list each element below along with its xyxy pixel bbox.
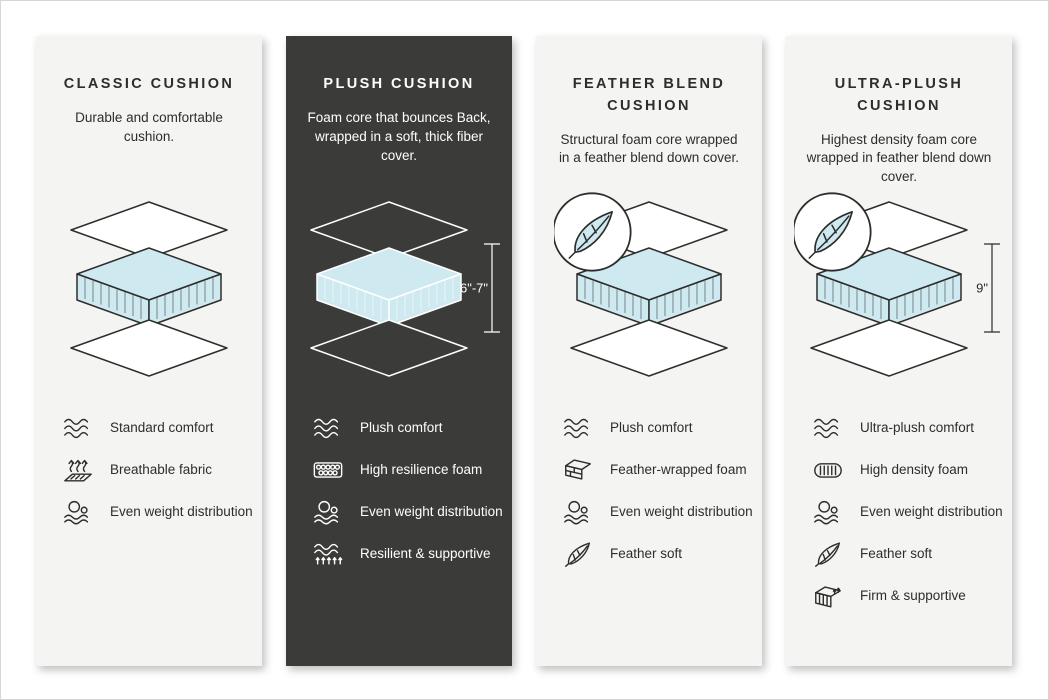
feature-label: Breathable fabric xyxy=(110,461,213,477)
breathable-fabric-icon xyxy=(62,456,98,483)
feather-badge-icon xyxy=(794,192,872,272)
card-title: FEATHER BLEND CUSHION xyxy=(572,76,726,114)
feather-wrapped-foam-icon xyxy=(562,456,598,483)
waves-icon xyxy=(62,414,98,441)
card-description: Foam core that bounces Back, wrapped in … xyxy=(307,109,491,163)
feature-label: Plush comfort xyxy=(360,419,443,435)
feature-label: Even weight distribution xyxy=(360,503,503,519)
feature-label: Firm & supportive xyxy=(860,587,966,603)
feature-row: Breathable fabric xyxy=(62,456,254,483)
waves-icon xyxy=(562,414,598,441)
cushion-illustration xyxy=(294,188,500,388)
waves-icon xyxy=(312,414,348,441)
height-dimension-label: 9" xyxy=(976,280,988,296)
card-description: Durable and comfortable cushion. xyxy=(75,109,223,144)
feature-row: Resilient & supportive xyxy=(312,540,504,567)
card-header: CLASSIC CUSHION Durable and comfortable … xyxy=(36,36,262,388)
feather-icon xyxy=(812,540,848,567)
height-dimension-indicator xyxy=(484,243,500,333)
resilient-supportive-icon xyxy=(312,540,348,567)
cushion-diagram xyxy=(554,188,764,388)
feature-row: Standard comfort xyxy=(62,414,254,441)
weight-distribution-icon xyxy=(562,498,598,525)
weight-distribution-icon xyxy=(62,498,98,525)
card-description: Structural foam core wrapped in a feathe… xyxy=(558,131,740,166)
card-title: CLASSIC CUSHION xyxy=(63,76,235,92)
cushion-diagram: 9" xyxy=(794,188,1004,388)
feature-row: Feather soft xyxy=(562,540,754,567)
card-feather-blend-cushion: FEATHER BLEND CUSHION Structural foam co… xyxy=(536,36,762,666)
weight-distribution-icon xyxy=(312,498,348,525)
feature-label: Feather soft xyxy=(860,545,933,561)
card-header: ULTRA-PLUSH CUSHION Highest density foam… xyxy=(786,36,1012,388)
high-density-foam-icon xyxy=(812,456,848,483)
waves-icon xyxy=(812,414,848,441)
feature-label: Resilient & supportive xyxy=(360,545,491,561)
card-title: ULTRA-PLUSH CUSHION xyxy=(834,76,964,114)
height-dimension-label: 6"-7" xyxy=(459,280,488,296)
height-dimension-indicator xyxy=(984,243,1000,333)
weight-distribution-icon xyxy=(812,498,848,525)
feature-row: High resilience foam xyxy=(312,456,504,483)
feature-row: Plush comfort xyxy=(562,414,754,441)
firm-supportive-icon xyxy=(812,582,848,609)
feature-row: Firm & supportive xyxy=(812,582,1004,609)
cushion-diagram xyxy=(54,188,264,388)
card-ultra-plush-cushion: ULTRA-PLUSH CUSHION Highest density foam… xyxy=(786,36,1012,666)
feature-label: High resilience foam xyxy=(360,461,483,477)
feature-list: Ultra-plush comfort High density foam Ev… xyxy=(786,414,1012,624)
feature-row: Even weight distribution xyxy=(812,498,1004,525)
foam-cells-icon xyxy=(312,456,348,483)
feature-label: Standard comfort xyxy=(110,419,214,435)
feather-icon xyxy=(562,540,598,567)
feature-row: Plush comfort xyxy=(312,414,504,441)
card-plush-cushion: PLUSH CUSHION Foam core that bounces Bac… xyxy=(286,36,512,666)
feature-label: Ultra-plush comfort xyxy=(860,419,975,435)
cushion-illustration xyxy=(794,192,1000,388)
feature-row: High density foam xyxy=(812,456,1004,483)
feature-row: Even weight distribution xyxy=(62,498,254,525)
feather-badge-icon xyxy=(554,192,632,272)
feature-row: Feather-wrapped foam xyxy=(562,456,754,483)
cushion-illustration xyxy=(54,188,264,388)
feature-list: Standard comfort Breathable fabric Even … xyxy=(36,414,262,540)
feature-label: Even weight distribution xyxy=(860,503,1003,519)
card-description: Highest density foam core wrapped in fea… xyxy=(806,131,992,185)
cushion-diagram: 6"-7" xyxy=(294,188,504,388)
feature-list: Plush comfort High resilience foam Even … xyxy=(286,414,512,582)
feature-row: Ultra-plush comfort xyxy=(812,414,1004,441)
cushion-illustration xyxy=(554,192,764,388)
card-header: FEATHER BLEND CUSHION Structural foam co… xyxy=(536,36,762,388)
feature-row: Feather soft xyxy=(812,540,1004,567)
feature-label: Even weight distribution xyxy=(610,503,753,519)
feature-label: Feather soft xyxy=(610,545,683,561)
feature-label: Even weight distribution xyxy=(110,503,253,519)
card-header: PLUSH CUSHION Foam core that bounces Bac… xyxy=(286,36,512,388)
feature-row: Even weight distribution xyxy=(312,498,504,525)
feature-label: High density foam xyxy=(860,461,969,477)
feature-label: Feather-wrapped foam xyxy=(610,461,747,477)
feature-list: Plush comfort Feather-wrapped foam Even … xyxy=(536,414,762,582)
feature-label: Plush comfort xyxy=(610,419,693,435)
feature-row: Even weight distribution xyxy=(562,498,754,525)
card-title: PLUSH CUSHION xyxy=(323,76,475,92)
card-classic-cushion: CLASSIC CUSHION Durable and comfortable … xyxy=(36,36,262,666)
